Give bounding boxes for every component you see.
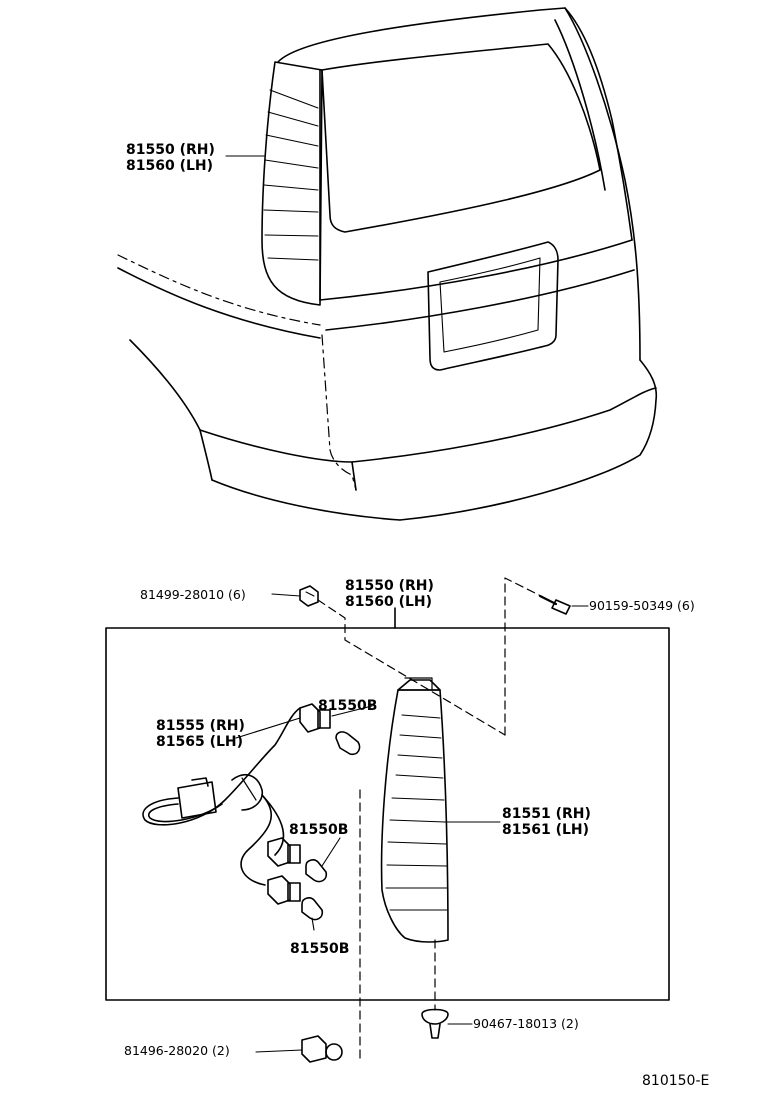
fasteners (299, 585, 571, 1063)
callout-nut-upper: 81499-28010 (6) (140, 587, 246, 602)
callout-lens-body: 81551 (RH) 81561 (LH) (502, 806, 591, 838)
callout-bulb-3: 81550B (290, 941, 350, 957)
callout-bulb-2: 81550B (289, 822, 349, 838)
exploded-view-frame (105, 607, 670, 1001)
socket-and-cord (142, 703, 361, 921)
callout-socket-cord: 81555 (RH) 81565 (LH) (156, 718, 245, 750)
callout-tail-lamp-top-rh: 81550 (RH) (126, 142, 215, 158)
callout-lens-body-rh: 81551 (RH) (502, 806, 591, 822)
tail-lamp-lens-body (380, 677, 449, 943)
callout-tail-lamp-assy-rh: 81550 (RH) (345, 578, 434, 594)
callout-screw-upper: 90159-50349 (6) (589, 598, 695, 613)
callout-clip-lower: 90467-18013 (2) (473, 1016, 579, 1031)
callout-bulb-1: 81550B (318, 698, 378, 714)
callout-nut-lower: 81496-28020 (2) (124, 1043, 230, 1058)
callout-tail-lamp-top: 81550 (RH) 81560 (LH) (126, 142, 215, 174)
callout-lens-body-lh: 81561 (LH) (502, 822, 590, 838)
assembly-guide-lines (317, 577, 546, 1061)
callout-socket-cord-lh: 81565 (LH) (156, 734, 244, 750)
callout-leaders (225, 155, 589, 1053)
vehicle-rear-illustration (117, 7, 658, 521)
figure-id: 810150-E (642, 1073, 710, 1089)
callout-socket-cord-rh: 81555 (RH) (156, 718, 245, 734)
callout-tail-lamp-top-lh: 81560 (LH) (126, 158, 214, 174)
callout-tail-lamp-assy: 81550 (RH) 81560 (LH) (345, 578, 434, 610)
callout-tail-lamp-assy-lh: 81560 (LH) (345, 594, 433, 610)
